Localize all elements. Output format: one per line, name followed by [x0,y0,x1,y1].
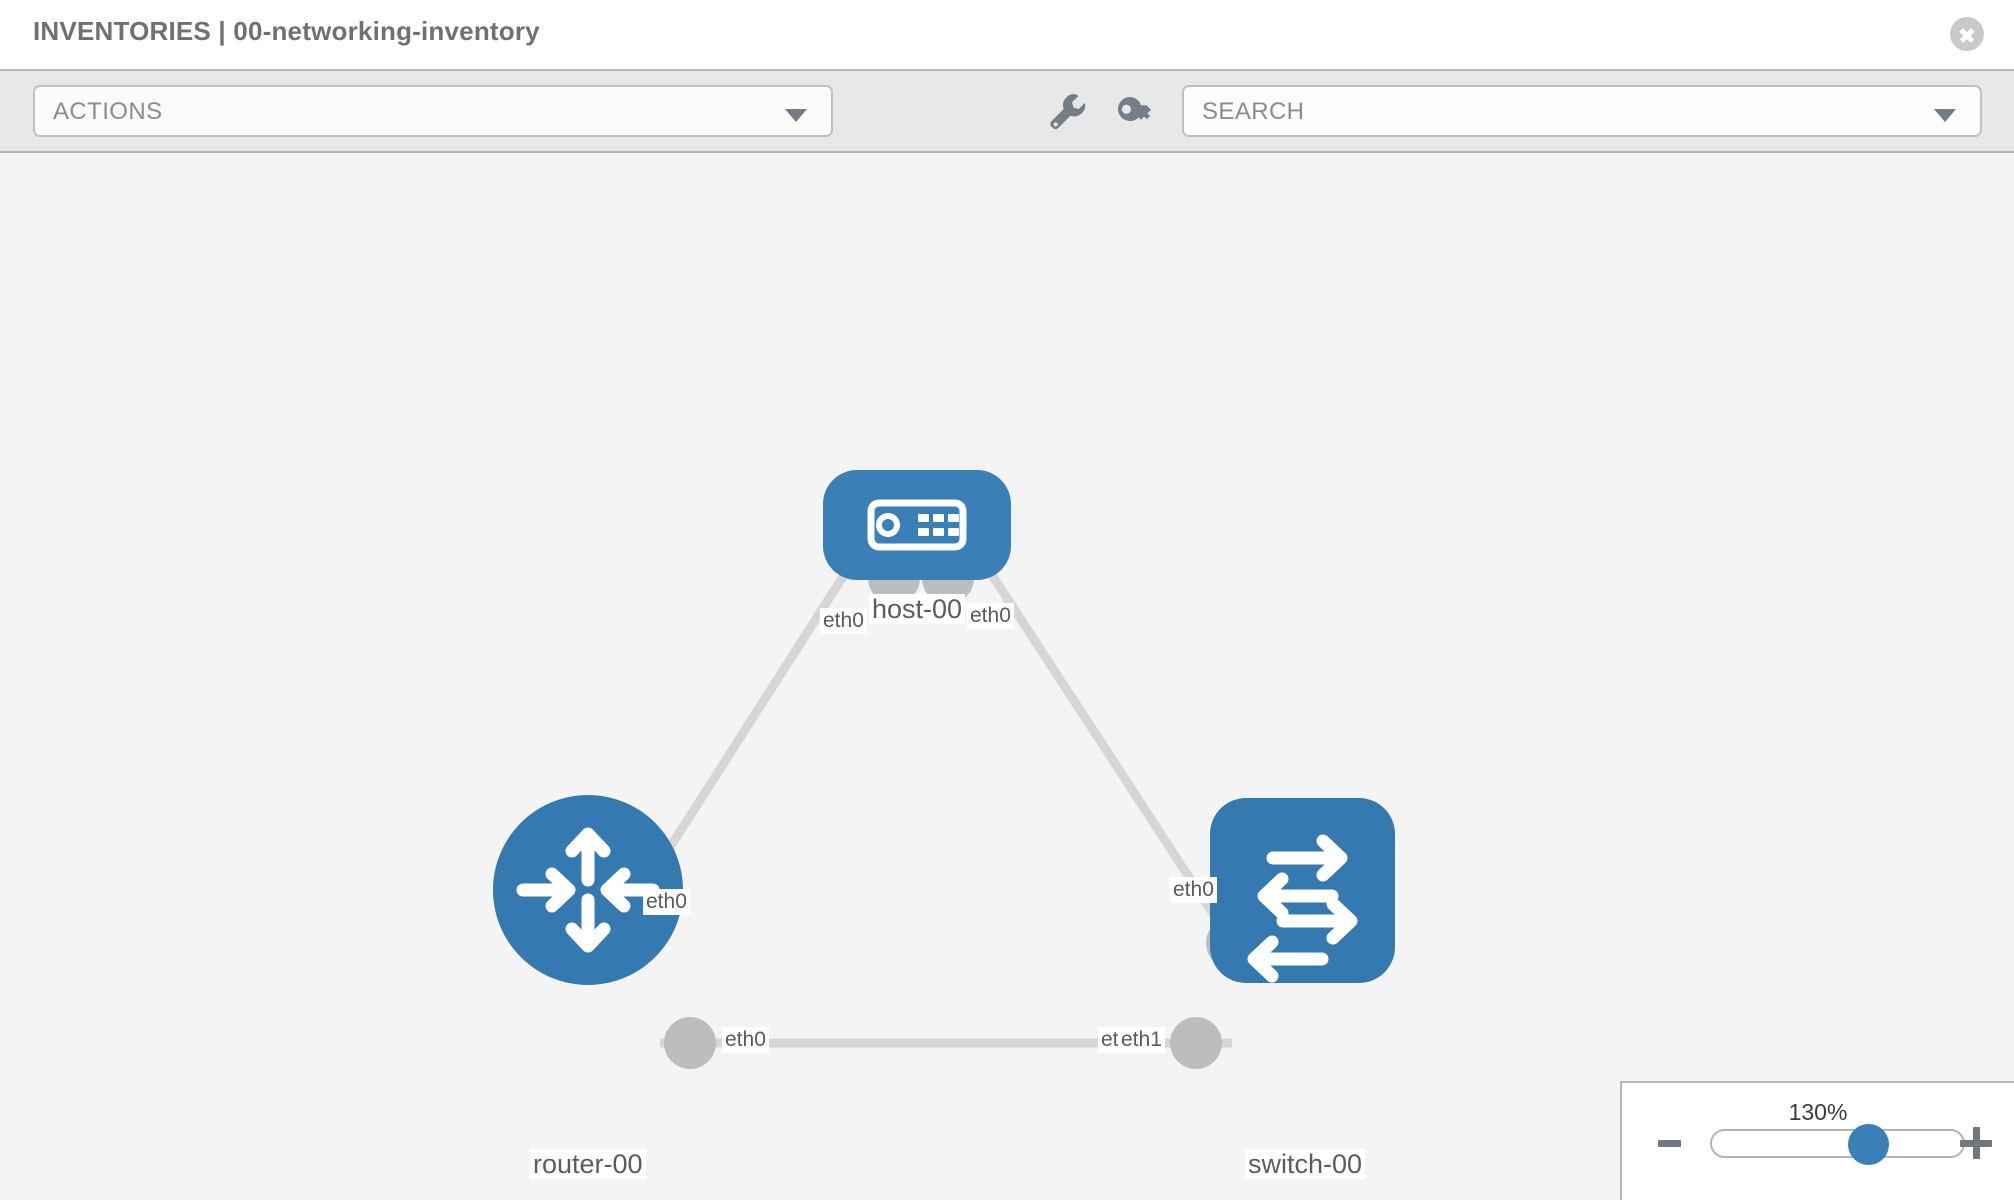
close-icon[interactable] [1950,17,1984,51]
edge-label: eth0 [1170,877,1217,903]
server-icon [867,499,967,551]
topology-connectors [664,552,1258,1069]
edge-host00-switch00 [941,500,1236,946]
node-label-switch-00: switch-00 [1245,1149,1366,1180]
zoom-level-text: 130% [1788,1099,1848,1125]
edge-label: eth1 [1118,1027,1165,1053]
wrench-icon[interactable] [1040,85,1092,137]
zoom-in-button[interactable] [1960,1127,1992,1159]
chevron-down-icon [785,109,807,122]
node-label-router-00: router-00 [530,1149,646,1180]
edge-label: eth0 [722,1027,769,1053]
key-icon[interactable] [1110,85,1162,137]
zoom-out-button[interactable] [1658,1140,1681,1147]
zoom-slider-track[interactable] [1710,1124,1965,1165]
search-placeholder: SEARCH [1202,98,1305,125]
page-header: INVENTORIES | 00-networking-inventory [0,0,2014,69]
search-input[interactable]: SEARCH [1182,85,1982,137]
connector-switch00-west [1170,1017,1222,1069]
router-icon [516,827,660,953]
connector-router00-east [664,1017,716,1069]
actions-dropdown-label: ACTIONS [53,98,163,125]
topology-graph [493,470,1395,1069]
node-switch-00 [1210,798,1395,983]
topology-canvas[interactable]: eth0 eth0 eth0 eth0 eth0 eth0 eth1 host-… [0,153,2014,1200]
zoom-slider-thumb[interactable] [1847,1124,1889,1165]
page-title: INVENTORIES | 00-networking-inventory [33,16,540,46]
toolbar: ACTIONS SEARCH [0,69,2014,153]
node-label-host-00: host-00 [869,594,966,625]
node-host-00 [823,470,1011,580]
node-router-00 [493,795,683,985]
chevron-down-icon [1934,109,1956,122]
edge-label: eth0 [643,889,690,915]
actions-dropdown[interactable]: ACTIONS [33,85,833,137]
edge-label: eth0 [820,608,867,634]
edge-label: eth0 [967,603,1014,629]
switch-icon [1247,834,1358,983]
zoom-control-panel: 130% [1620,1081,2014,1200]
